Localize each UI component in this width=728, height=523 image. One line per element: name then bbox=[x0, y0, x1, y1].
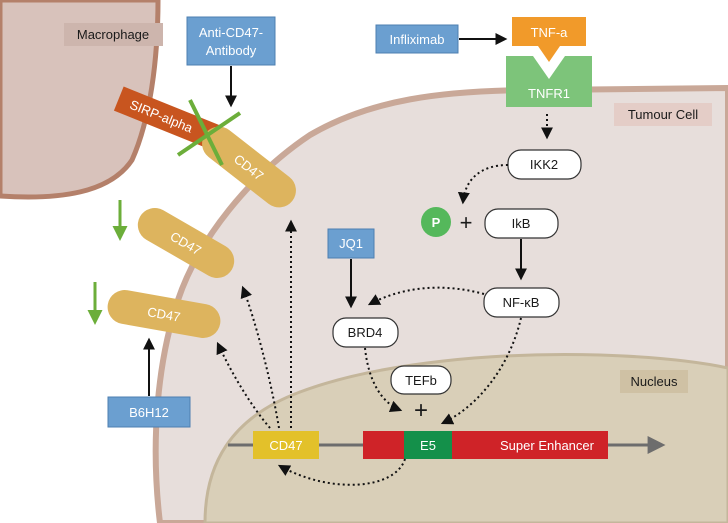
tefb-node bbox=[390, 365, 452, 395]
nf-kb-label: NF-κB bbox=[503, 295, 540, 310]
cd47-gene-label: CD47 bbox=[269, 438, 302, 453]
brd4-label: BRD4 bbox=[348, 325, 383, 340]
tumour-cell-label-box bbox=[614, 103, 712, 126]
ikb-label: IkB bbox=[512, 216, 531, 231]
tnf-a-ligand bbox=[512, 17, 586, 62]
tnfr1-receptor bbox=[506, 56, 592, 107]
macrophage-label-box bbox=[64, 23, 163, 46]
macrophage-label: Macrophage bbox=[77, 27, 149, 42]
jq1-box bbox=[327, 228, 375, 259]
nucleus-label: Nucleus bbox=[631, 374, 678, 389]
anti-cd47-label-line2: Antibody bbox=[206, 43, 257, 58]
tnf-a-label: TNF-a bbox=[531, 25, 569, 40]
cd47-gene bbox=[253, 431, 319, 459]
phosphate-circle bbox=[421, 207, 451, 237]
phosphate-label: P bbox=[432, 215, 441, 230]
tefb-label: TEFb bbox=[405, 373, 437, 388]
plus-sign-ikb: + bbox=[460, 210, 473, 235]
cd47-receptor-lower bbox=[107, 290, 221, 338]
cd47-receptor-middle bbox=[137, 208, 235, 278]
infliximab-label: Infliximab bbox=[390, 32, 445, 47]
tnfr1-label: TNFR1 bbox=[528, 86, 570, 101]
cd47-expression-arrow-lower bbox=[216, 341, 271, 429]
nf-kb-node bbox=[483, 287, 560, 318]
b6h12-box bbox=[107, 396, 191, 428]
e5-label: E5 bbox=[420, 438, 436, 453]
super-enhancer bbox=[363, 431, 608, 459]
cd47-expression-arrow-middle bbox=[240, 285, 280, 429]
nucleus-label-box bbox=[620, 370, 688, 393]
jq1-label: JQ1 bbox=[339, 236, 363, 251]
b6h12-label: B6H12 bbox=[129, 405, 169, 420]
super-enhancer-label: Super Enhancer bbox=[500, 438, 595, 453]
ikb-node bbox=[484, 208, 559, 239]
tumour-cell-label: Tumour Cell bbox=[628, 107, 698, 122]
nfkb-to-enhancer-arrow bbox=[440, 317, 522, 425]
brd4-node bbox=[332, 317, 399, 348]
cd47-lower-label: CD47 bbox=[146, 304, 181, 325]
enhancer-to-cd47-loop-arrow bbox=[277, 458, 406, 486]
ikk2-label: IKK2 bbox=[530, 157, 558, 172]
cd47-receptor-bound bbox=[202, 126, 296, 208]
sirp-alpha-receptor bbox=[113, 86, 221, 150]
x-cross-icon bbox=[176, 99, 242, 166]
brd4-to-enhancer-arrow bbox=[364, 347, 403, 412]
anti-cd47-label-line1: Anti-CD47- bbox=[199, 25, 263, 40]
infliximab-box bbox=[375, 24, 459, 54]
e5-region bbox=[404, 431, 452, 459]
nfkb-to-brd4-arrow bbox=[367, 286, 485, 306]
anti-cd47-antibody-box bbox=[186, 16, 276, 66]
plus-sign-enhancer: + bbox=[414, 397, 428, 424]
